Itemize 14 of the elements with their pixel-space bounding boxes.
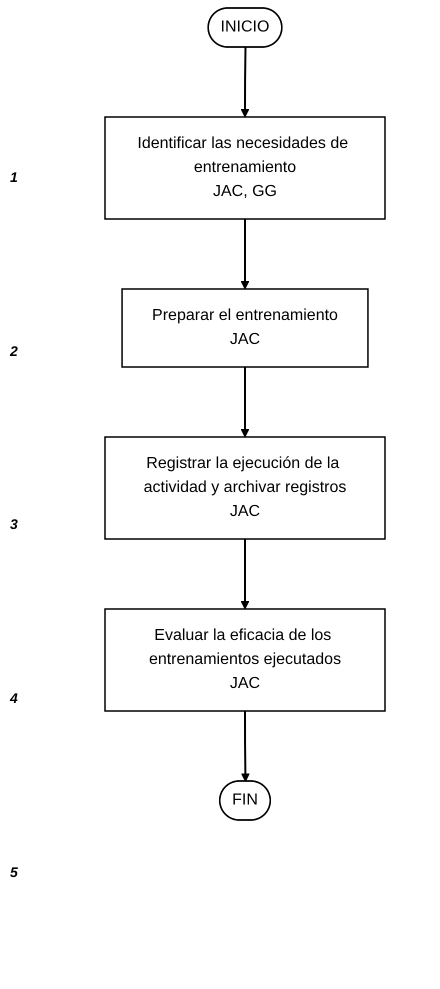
node-box: Identificar las necesidades de entrenamiento JAC, GG bbox=[104, 116, 386, 220]
arrow bbox=[240, 539, 250, 610]
node-box: Registrar la ejecución de la actividad y archivar registros JAC bbox=[104, 436, 386, 540]
step-number: 2 bbox=[10, 342, 19, 359]
step-number: 4 bbox=[10, 690, 19, 706]
node-box: Preparar el entrenamiento JAC bbox=[121, 288, 369, 368]
step-number: 5 bbox=[10, 864, 19, 880]
step-number: 1 bbox=[10, 168, 19, 185]
node-box: Evaluar la eficacia de los entrenamientos ejecutados JAC bbox=[104, 608, 386, 712]
arrow bbox=[241, 711, 250, 782]
arrow bbox=[240, 47, 250, 118]
step-number: 3 bbox=[10, 516, 19, 532]
arrow bbox=[240, 367, 250, 438]
arrow bbox=[240, 219, 250, 290]
